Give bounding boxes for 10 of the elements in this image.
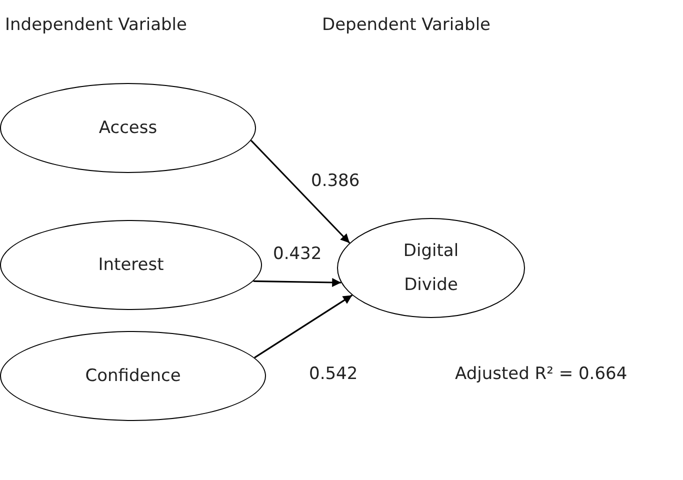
- arrow: [250, 140, 350, 244]
- arrow: [254, 294, 353, 358]
- arrow: [253, 278, 342, 287]
- node-label: Interest: [98, 254, 164, 277]
- node-label: Access: [98, 117, 158, 140]
- text-label: Independent Variable: [5, 15, 187, 35]
- node-label: Digital Divide: [402, 240, 460, 297]
- text-label: Dependent Variable: [322, 15, 490, 35]
- text-label: Adjusted R² = 0.664: [455, 364, 628, 384]
- node-label: Confidence: [85, 365, 181, 388]
